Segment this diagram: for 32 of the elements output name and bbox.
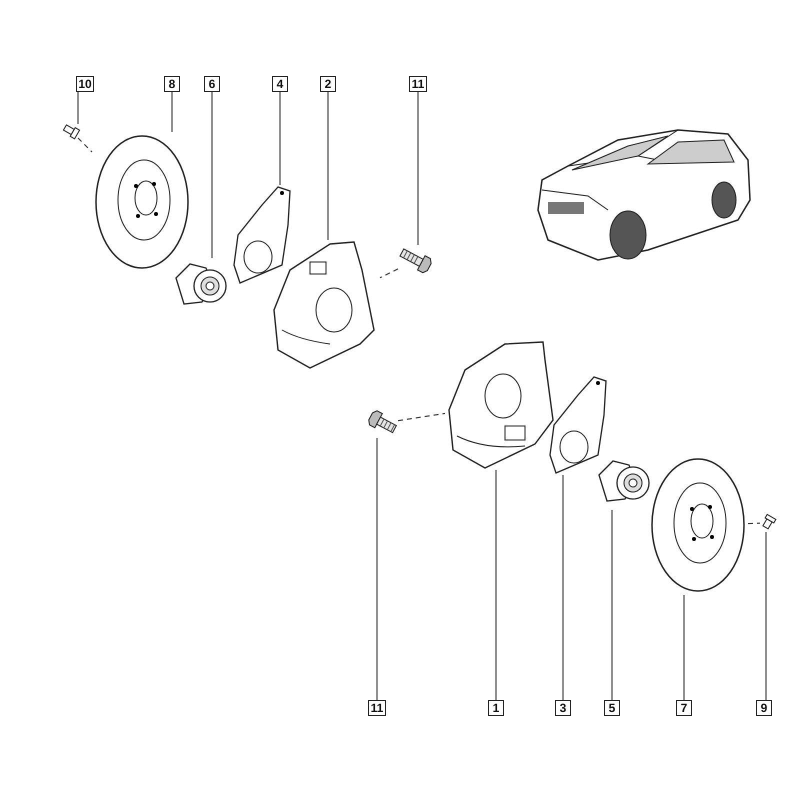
- callout-number: 5: [604, 700, 620, 716]
- leader-line: [765, 532, 767, 700]
- leader-line: [171, 92, 173, 132]
- callout-number: 10: [76, 76, 94, 92]
- callout-number: 4: [272, 76, 288, 92]
- leader-line: [611, 510, 613, 700]
- callout-number: 8: [164, 76, 180, 92]
- screw-drawing: [760, 514, 776, 532]
- assembly-line: [748, 522, 760, 524]
- callout-number: 7: [676, 700, 692, 716]
- leader-line: [279, 92, 281, 185]
- assembly-line: [380, 268, 398, 278]
- leader-line: [327, 92, 329, 240]
- callout-number: 9: [756, 700, 772, 716]
- assembly-line: [78, 138, 92, 152]
- leader-line: [77, 92, 79, 124]
- callout-number: 6: [204, 76, 220, 92]
- leader-line: [562, 475, 564, 700]
- callout-number: 11: [409, 76, 427, 92]
- leader-line: [417, 92, 419, 245]
- leader-line: [495, 470, 497, 700]
- leader-line: [683, 595, 685, 700]
- bracket-plate-drawing: [548, 375, 608, 475]
- leader-line: [376, 438, 378, 700]
- callout-number: 11: [368, 700, 386, 716]
- callout-number: 2: [320, 76, 336, 92]
- callout-number: 3: [555, 700, 571, 716]
- assembly-line: [398, 412, 446, 422]
- bracket-plate-drawing: [232, 185, 292, 285]
- screw-drawing: [62, 124, 80, 138]
- leader-line: [211, 92, 213, 258]
- callout-number: 1: [488, 700, 504, 716]
